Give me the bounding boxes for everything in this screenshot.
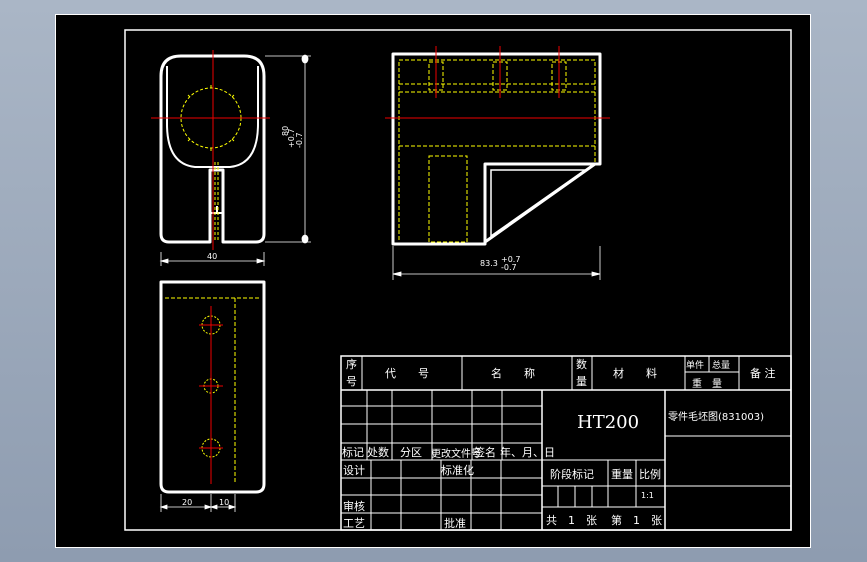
header-weight: 重 量 [692, 379, 722, 390]
outer-border [55, 14, 811, 548]
label-standardize: 标准化 [441, 464, 474, 477]
label-date: 年、月、日 [500, 446, 555, 459]
sheet-number: 第 1 张 [611, 514, 662, 527]
top-view [159, 280, 266, 494]
material-value: HT200 [577, 412, 640, 433]
dim-height-tol-dn: -0.7 [295, 132, 304, 148]
label-mark: 标记 [342, 446, 364, 459]
label-weight: 重量 [611, 468, 633, 481]
header-code: 代 号 [385, 367, 429, 380]
dim-length-tol-up: +0.7 [501, 255, 521, 264]
cad-drawing [55, 14, 811, 548]
dim-bottom-right: 10 [219, 498, 230, 507]
dim-length-value: 83.3 [480, 259, 498, 268]
dim-width [159, 252, 266, 266]
dim-bottom [159, 494, 237, 512]
scale-value: 1:1 [641, 491, 654, 500]
dim-height [265, 54, 311, 244]
dim-width-value: 40 [207, 252, 218, 261]
drawing-name: 零件毛坯图(831003) [668, 412, 764, 423]
label-process: 工艺 [343, 517, 365, 530]
header-total-weight: 总量 [712, 361, 731, 371]
header-seq-2: 号 [346, 375, 357, 388]
dim-length-tol-dn: -0.7 [501, 263, 517, 272]
header-seq-1: 序 [346, 358, 357, 371]
front-view [151, 50, 270, 250]
dim-bottom-left: 20 [182, 498, 193, 507]
label-check: 审核 [343, 500, 365, 513]
label-zone: 分区 [400, 446, 422, 459]
dim-length [392, 246, 601, 280]
header-name: 名 称 [491, 367, 535, 380]
header-material: 材 料 [613, 367, 657, 380]
label-doc-no: 更改文件号 [431, 449, 481, 460]
header-remark: 备 注 [750, 367, 776, 380]
header-unit-weight: 单件 [686, 361, 705, 371]
header-qty-1: 数 [576, 358, 587, 371]
label-stage-mark: 阶段标记 [550, 468, 594, 481]
drawing-sheet: 80 +0.7 -0.7 40 83.3 +0.7 -0.7 20 10 序 号… [55, 14, 811, 548]
header-qty-2: 量 [576, 375, 587, 388]
label-sign: 签名 [474, 446, 496, 459]
title-block-grid [340, 355, 792, 531]
label-count: 处数 [367, 446, 389, 459]
sheets-total: 共 1 张 [546, 514, 597, 527]
label-scale: 比例 [639, 468, 661, 481]
label-approve: 批准 [444, 517, 466, 530]
label-design: 设计 [343, 464, 365, 477]
side-view [385, 46, 610, 246]
